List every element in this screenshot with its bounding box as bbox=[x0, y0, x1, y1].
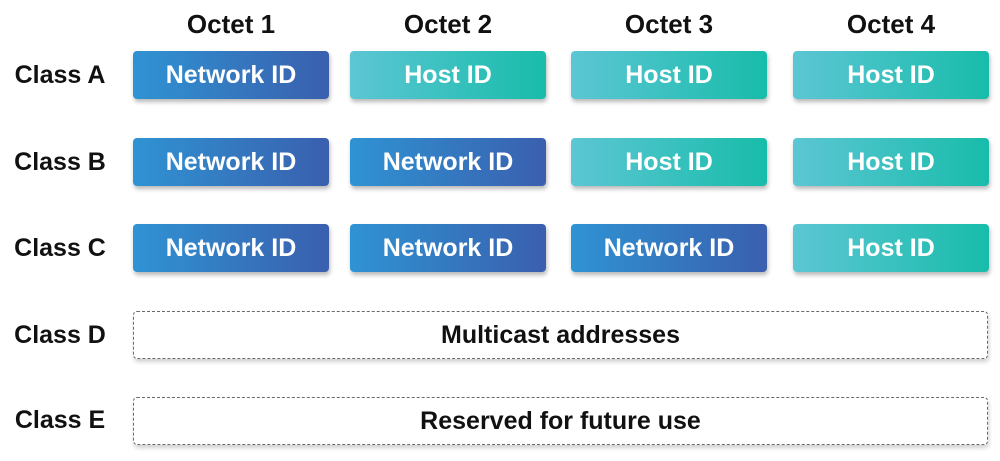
class-a-octet-3-host-id: Host ID bbox=[571, 51, 767, 99]
class-a-octet-2-host-id: Host ID bbox=[350, 51, 546, 99]
octet-3-header: Octet 3 bbox=[624, 9, 714, 39]
class-d-multicast-span: Multicast addresses bbox=[133, 311, 988, 359]
class-c-octet-4-host-id: Host ID bbox=[793, 224, 989, 272]
class-a-label: Class A bbox=[14, 61, 106, 89]
octet-2-header: Octet 2 bbox=[403, 9, 493, 39]
class-d-label: Class D bbox=[14, 321, 106, 349]
class-c-octet-1-network-id: Network ID bbox=[133, 224, 329, 272]
class-c-octet-2-network-id: Network ID bbox=[350, 224, 546, 272]
octet-4-header: Octet 4 bbox=[846, 9, 936, 39]
class-a-octet-1-network-id: Network ID bbox=[133, 51, 329, 99]
class-c-label: Class C bbox=[14, 234, 106, 262]
class-b-octet-3-host-id: Host ID bbox=[571, 138, 767, 186]
class-c-octet-3-network-id: Network ID bbox=[571, 224, 767, 272]
octet-1-header: Octet 1 bbox=[186, 9, 276, 39]
class-b-octet-2-network-id: Network ID bbox=[350, 138, 546, 186]
class-b-octet-1-network-id: Network ID bbox=[133, 138, 329, 186]
class-a-octet-4-host-id: Host ID bbox=[793, 51, 989, 99]
class-b-label: Class B bbox=[14, 148, 106, 176]
class-b-octet-4-host-id: Host ID bbox=[793, 138, 989, 186]
class-e-reserved-span: Reserved for future use bbox=[133, 397, 988, 445]
class-e-label: Class E bbox=[14, 406, 106, 434]
